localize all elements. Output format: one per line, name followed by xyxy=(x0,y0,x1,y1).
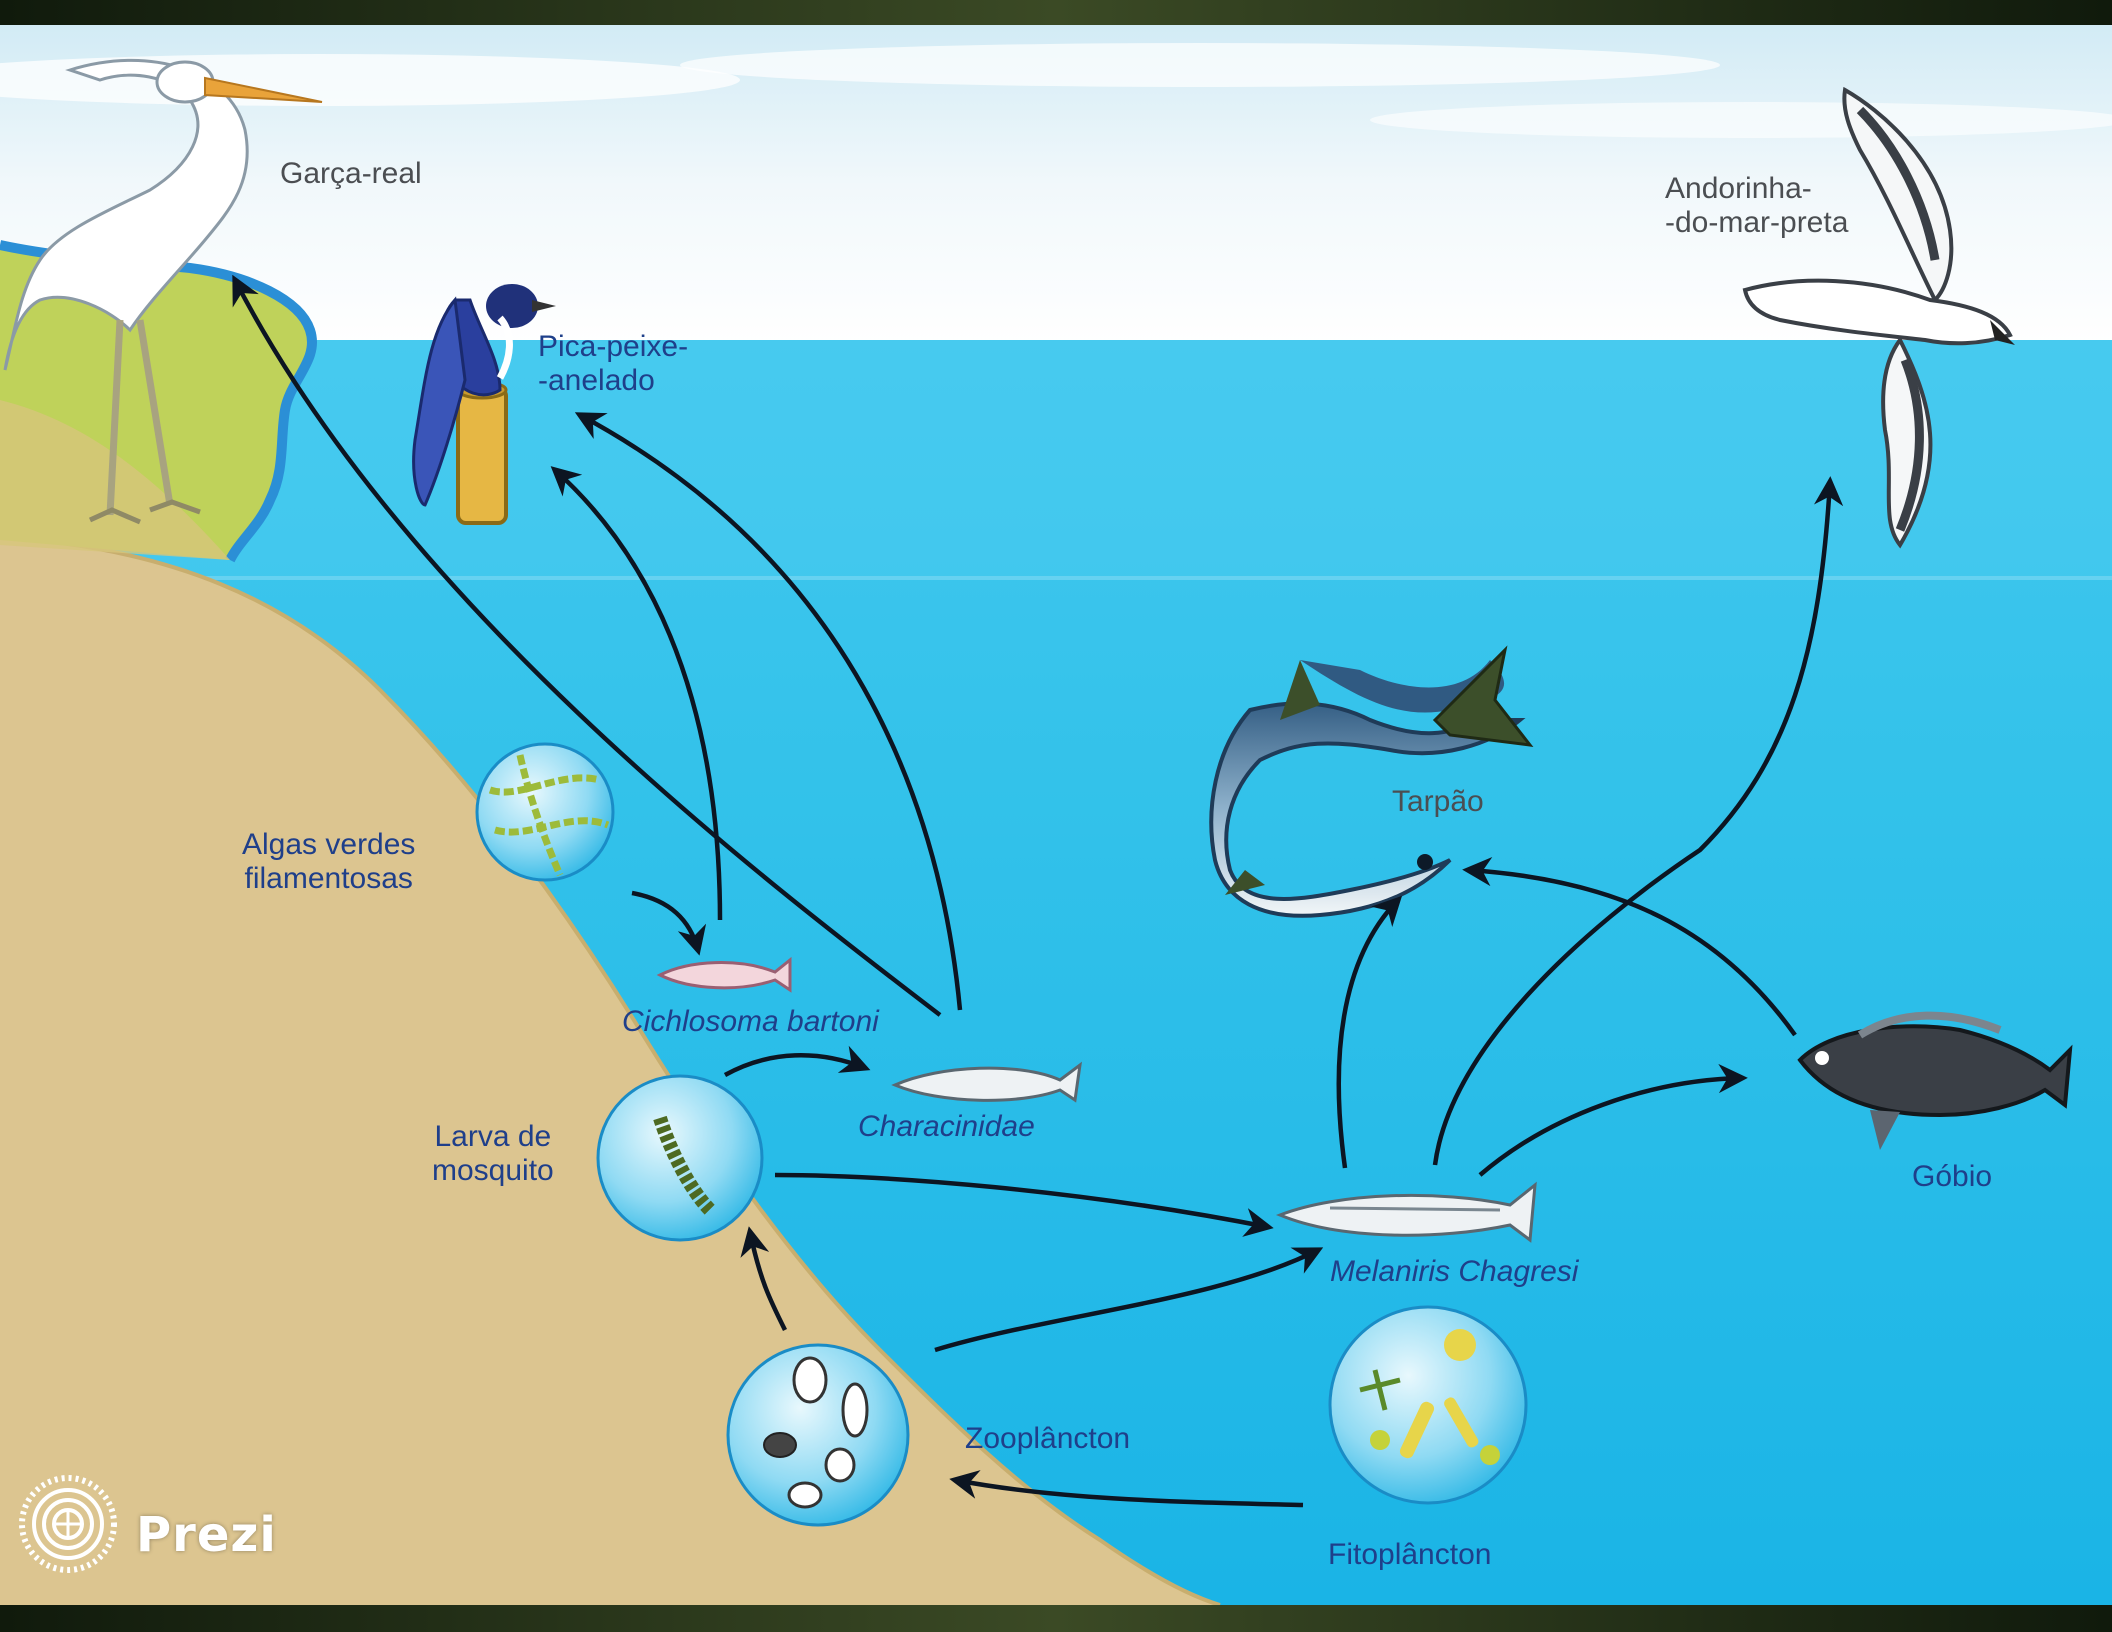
prezi-logo-icon xyxy=(19,1475,117,1573)
label-garca-real: Garça-real xyxy=(280,157,422,190)
zooplankton-disc xyxy=(726,1343,910,1527)
tern-icon xyxy=(1742,86,2015,549)
label-characinidae: Characinidae xyxy=(858,1110,1035,1143)
food-web-arrows xyxy=(232,274,1844,1508)
characinidae-fish xyxy=(891,1061,1082,1103)
label-zooplancton: Zooplâncton xyxy=(965,1422,1131,1455)
heron-icon xyxy=(3,58,323,525)
label-algas: Algas verdes filamentosas xyxy=(242,828,416,895)
label-melaniris: Melaniris Chagresi xyxy=(1330,1255,1579,1288)
label-gobio: Góbio xyxy=(1912,1160,1993,1193)
tarpon-icon xyxy=(1209,645,1534,918)
cichlosoma-fish xyxy=(656,956,792,993)
label-pica-peixe: Pica-peixe- -anelado xyxy=(538,330,689,397)
filamentous-algae-disc xyxy=(475,742,615,882)
label-larva: Larva de mosquito xyxy=(432,1120,554,1187)
mosquito-larva-disc xyxy=(596,1074,764,1242)
label-tarpao: Tarpão xyxy=(1392,785,1484,818)
goby-icon xyxy=(1797,1011,2073,1150)
phytoplankton-disc xyxy=(1328,1305,1528,1505)
prezi-logo-text: Prezi xyxy=(136,1507,277,1563)
label-fitoplancton: Fitoplâncton xyxy=(1328,1538,1492,1571)
label-andorinha: Andorinha- -do-mar-preta xyxy=(1665,172,1849,239)
kingfisher-icon xyxy=(412,284,556,525)
melaniris-fish xyxy=(1275,1181,1537,1243)
label-cichlosoma: Cichlosoma bartoni xyxy=(622,1005,879,1038)
